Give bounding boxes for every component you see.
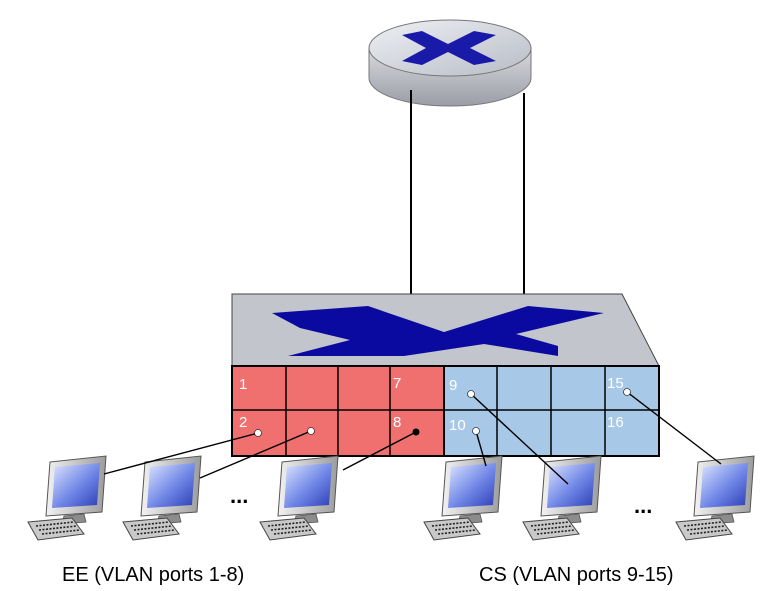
computer-icon [423,455,503,541]
port-dots [254,388,631,437]
router-icon [368,19,532,107]
port-16-label: 16 [607,414,624,431]
cable-port-15 [626,391,722,465]
ee-vlan-caption: EE (VLAN ports 1-8) [62,564,244,586]
port-2-label: 2 [239,414,247,431]
port-10-label: 10 [449,417,466,434]
computer-icon [122,455,202,541]
computer-icon [522,455,602,541]
computer-icon [675,455,755,541]
ellipsis-cs: ... [634,493,652,518]
cable-port-3 [199,430,312,479]
cable-port-8 [342,431,417,471]
computer-icon [27,455,107,541]
cable-port-10 [475,430,487,467]
cable-port-2 [103,432,259,475]
router-arrows-icon [402,31,496,65]
port-1-label: 1 [239,376,247,393]
cable-port-9 [470,393,569,485]
port-9-label: 9 [449,377,457,394]
cs-vlan-caption: CS (VLAN ports 9-15) [479,564,674,586]
ellipsis-ee: ... [230,483,248,508]
switch-icon: 1 2 7 8 9 10 15 16 [231,293,660,457]
port-8-label: 8 [393,414,401,431]
computer-icon [259,455,339,541]
port-15-label: 15 [607,375,624,392]
port-7-label: 7 [393,375,401,392]
switch-arrows-icon [272,306,604,356]
